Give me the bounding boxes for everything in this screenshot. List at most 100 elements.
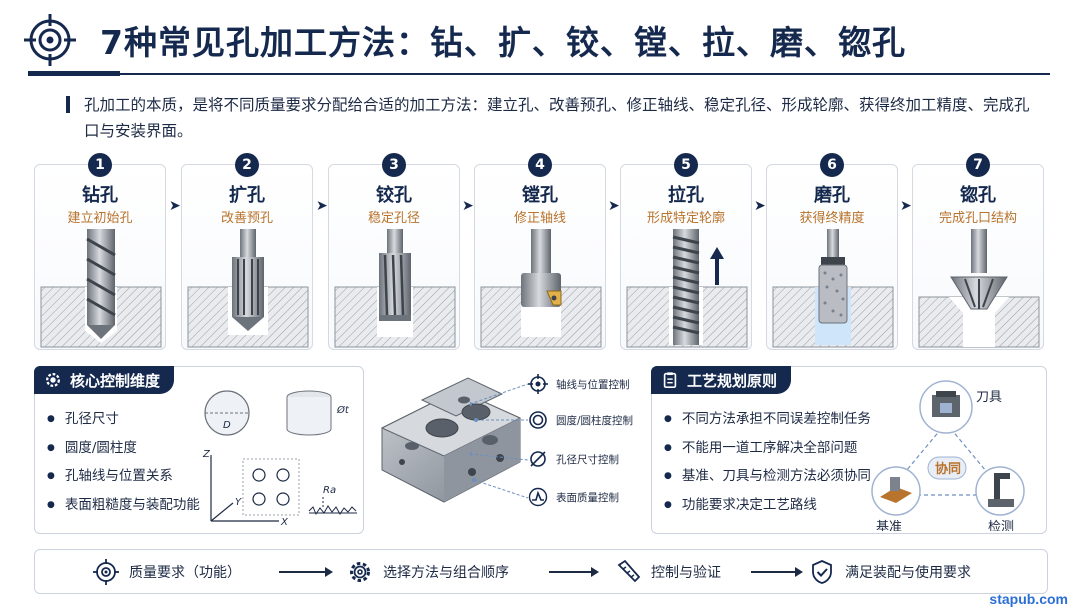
step-number: 6 — [820, 153, 844, 177]
step-subtitle: 形成特定轮廓 — [646, 211, 725, 226]
flow-step-assembly: 满足装配与使用要求 — [809, 558, 971, 586]
legend-roundness: 圆度/圆柱度控制 — [528, 409, 633, 431]
process-planning-title: 工艺规划原则 — [687, 371, 778, 390]
step-arrow: ➤ — [900, 198, 912, 214]
step-name: 铰孔 — [376, 185, 412, 206]
list-item: 圆度/圆柱度 — [47, 434, 200, 463]
intro-marker — [66, 96, 70, 113]
step-name: 钻孔 — [82, 185, 118, 206]
step-card-boring: 4 镗孔 修正轴线 — [474, 153, 606, 350]
step-arrow: ➤ — [754, 198, 766, 214]
cylindricity-label: Øt — [336, 404, 350, 416]
step-name: 磨孔 — [814, 185, 850, 206]
legend-label: 轴线与位置控制 — [556, 378, 630, 391]
step-number: 2 — [235, 153, 259, 177]
legend-axis-position: 轴线与位置控制 — [528, 373, 630, 395]
legend-surface-quality: 表面质量控制 — [528, 486, 619, 508]
step-card-broaching: 5 拉孔 形成特定轮廓 — [620, 153, 752, 350]
list-item: 孔径尺寸 — [47, 405, 200, 434]
header: 7种常见孔加工方法：钻、扩、铰、镗、拉、磨、锪孔 — [0, 0, 1080, 80]
step-subtitle: 稳定孔径 — [367, 211, 420, 226]
flow-label: 满足装配与使用要求 — [845, 565, 971, 581]
synergy-triangle-diagram: 刀具 基准 检测 协同 — [871, 380, 1025, 531]
caliper-icon — [617, 559, 641, 583]
step-subtitle: 获得终精度 — [799, 211, 865, 226]
step-arrow: ➤ — [316, 198, 328, 214]
clipboard-icon — [663, 372, 677, 389]
x-axis-label: X — [280, 517, 289, 528]
step-name: 拉孔 — [668, 185, 704, 206]
legend-label: 孔径尺寸控制 — [556, 453, 619, 466]
triangle-inspection-label: 检测 — [988, 520, 1014, 531]
list-item: 不同方法承担不同误差控制任务 — [664, 405, 871, 434]
drill-tool-icon — [40, 229, 162, 348]
legend-diameter: 孔径尺寸控制 — [528, 448, 619, 470]
flow-step-control: 控制与验证 — [615, 558, 721, 586]
list-item: 表面粗糙度与装配功能 — [47, 491, 200, 520]
diameter-icon — [530, 451, 546, 467]
step-subtitle: 修正轴线 — [513, 211, 566, 226]
broach-tool-icon — [626, 229, 748, 348]
process-planning-list: 不同方法承担不同误差控制任务 不能用一道工序解决全部问题 基准、刀具与检测方法必… — [664, 405, 871, 519]
watermark: stapub.com — [989, 591, 1068, 607]
list-item: 孔轴线与位置关系 — [47, 462, 200, 491]
triangle-tool-label: 刀具 — [976, 390, 1002, 405]
step-name: 镗孔 — [522, 185, 558, 206]
gear-icon — [350, 562, 370, 582]
flow-label: 控制与验证 — [651, 565, 721, 581]
step-arrow: ➤ — [608, 198, 620, 214]
step-arrow: ➤ — [169, 198, 181, 214]
header-divider — [28, 73, 1050, 75]
triangle-center-label: 协同 — [935, 461, 961, 477]
grinding-wheel-icon — [772, 229, 894, 348]
step-number: 1 — [88, 153, 112, 177]
list-item: 不能用一道工序解决全部问题 — [664, 434, 871, 463]
step-card-countersinking: 7 锪孔 完成孔口结构 — [912, 153, 1044, 350]
intro-text: 孔加工的本质，是将不同质量要求分配给合适的加工方法：建立孔、改善预孔、修正轴线、… — [84, 96, 1030, 140]
list-item: 基准、刀具与检测方法必须协同 — [664, 462, 871, 491]
circle-icon — [529, 411, 547, 429]
core-control-list: 孔径尺寸 圆度/圆柱度 孔轴线与位置关系 表面粗糙度与装配功能 — [47, 405, 200, 519]
page-title: 7种常见孔加工方法：钻、扩、铰、镗、拉、磨、锪孔 — [100, 23, 906, 62]
target-icon — [528, 374, 548, 394]
z-axis-label: Z — [202, 449, 211, 460]
flow-label: 选择方法与组合顺序 — [383, 565, 509, 581]
core-control-panel: 核心控制维度 孔径尺寸 圆度/圆柱度 孔轴线与位置关系 表面粗糙度与装配功能 D… — [34, 366, 364, 534]
step-subtitle: 改善预孔 — [220, 211, 273, 226]
step-number: 3 — [382, 153, 406, 177]
core-control-title: 核心控制维度 — [70, 371, 161, 390]
step-card-drilling: 1 钻孔 建立初始孔 — [34, 153, 166, 350]
header-divider-accent — [28, 71, 120, 76]
target-logo-icon — [24, 14, 76, 66]
roughness-icon — [528, 487, 548, 507]
legend-label: 表面质量控制 — [556, 491, 619, 504]
quality-flow-bar: 质量要求（功能） 选择方法与组合顺序 控制与验证 满足装配与使用要求 — [34, 549, 1048, 594]
process-planning-panel: 工艺规划原则 不同方法承担不同误差控制任务 不能用一道工序解决全部问题 基准、刀… — [651, 366, 1047, 534]
flow-step-method: 选择方法与组合顺序 — [347, 558, 509, 586]
step-number: 4 — [528, 153, 552, 177]
reamer-expand-tool-icon — [187, 229, 309, 348]
step-name: 锪孔 — [960, 185, 996, 206]
list-item: 功能要求决定工艺路线 — [664, 491, 871, 520]
boring-bar-icon — [480, 229, 602, 348]
reamer-tool-icon — [334, 229, 456, 348]
process-steps: 1 钻孔 建立初始孔 ➤ 2 扩孔 改善预孔 ➤ 3 铰孔 稳定孔径 — [34, 152, 1050, 352]
step-arrow: ➤ — [462, 198, 474, 214]
diameter-label: D — [223, 420, 231, 431]
triangle-datum-label: 基准 — [876, 520, 902, 531]
flow-arrow — [751, 567, 803, 577]
flow-step-requirement: 质量要求（功能） — [93, 558, 241, 586]
step-number: 7 — [966, 153, 990, 177]
step-card-reaming: 3 铰孔 稳定孔径 — [328, 153, 460, 350]
roughness-label: Ra — [323, 485, 336, 496]
flow-label: 质量要求（功能） — [129, 565, 241, 581]
tolerance-diagram: D Øt Z Y X Ra — [202, 390, 357, 528]
step-card-enlarging: 2 扩孔 改善预孔 — [181, 153, 313, 350]
step-card-grinding: 6 磨孔 获得终精度 — [766, 153, 898, 350]
y-axis-label: Y — [235, 497, 242, 508]
step-subtitle: 完成孔口结构 — [938, 211, 1017, 226]
step-subtitle: 建立初始孔 — [67, 211, 133, 226]
target-icon — [93, 559, 119, 585]
step-number: 5 — [674, 153, 698, 177]
gear-icon — [46, 373, 60, 387]
